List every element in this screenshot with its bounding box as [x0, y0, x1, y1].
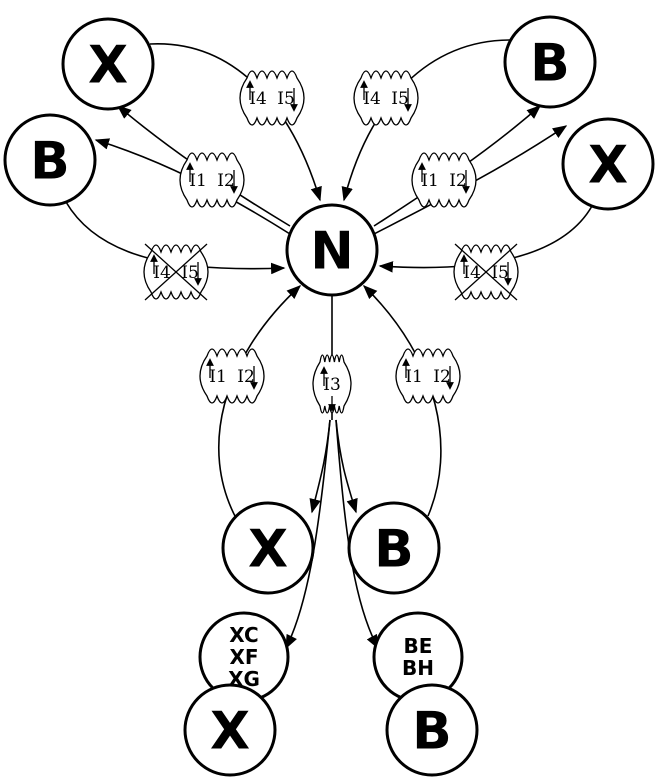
cloud-lower-right: I1 I2 — [395, 348, 461, 404]
cloud-outline — [179, 152, 245, 208]
node-label: N — [310, 222, 354, 282]
cloud-label-right: I5 — [491, 263, 509, 283]
node-circle — [503, 15, 597, 109]
node-circle — [347, 501, 441, 595]
node-circle — [561, 117, 655, 211]
cloud-cross-stroke-2 — [144, 243, 208, 301]
node-sublabel: BE — [404, 634, 433, 658]
cloud-upper-left: I1 I2 — [179, 152, 245, 208]
node-circle — [385, 683, 479, 777]
edges — [65, 39, 593, 650]
cloud-outline — [395, 348, 461, 404]
node-sublabel: BH — [402, 656, 434, 680]
node-label: X — [210, 702, 250, 762]
cloud-label-left: I4 — [249, 89, 267, 109]
cloud-label-right: I2 — [237, 367, 255, 387]
node-label: X — [88, 36, 128, 96]
cloud-center: I3 — [312, 354, 352, 414]
cloud-label-left: I3 — [323, 375, 341, 395]
cloud-outline — [411, 152, 477, 208]
cloud-cross-stroke-2 — [454, 243, 518, 301]
edge-10 — [362, 284, 442, 517]
cloud-lower-left: I1 I2 — [199, 348, 265, 404]
node-x-right: X — [561, 117, 655, 211]
cloud-label-right: I5 — [391, 89, 409, 109]
node-n: N — [285, 203, 379, 297]
cloud-label-left: I1 — [421, 171, 439, 191]
cloud-label-left: I4 — [363, 89, 381, 109]
node-sublabel: XF — [229, 645, 258, 669]
node-circle — [221, 501, 315, 595]
cloud-label-right: I2 — [217, 171, 235, 191]
cloud-outline — [199, 348, 265, 404]
node-circle — [3, 113, 97, 207]
cloud-label-left: I1 — [209, 367, 227, 387]
cloud-top-right: I4 I5 — [353, 70, 419, 126]
cloud-label-right: I2 — [449, 171, 467, 191]
node-circle — [61, 17, 155, 111]
cloud-label-right: I5 — [181, 263, 199, 283]
cloud-label-right: I2 — [433, 367, 451, 387]
node-label: B — [530, 34, 570, 94]
node-label: X — [248, 520, 288, 580]
node-b-left: B — [3, 113, 97, 207]
node-label: X — [588, 136, 628, 196]
node-x-top-left: X — [61, 17, 155, 111]
edge-13 — [335, 419, 358, 514]
node-b-bottom: B — [347, 501, 441, 595]
node-circle — [183, 683, 277, 777]
cloud-middle-left: I4 I5 — [143, 243, 209, 301]
node-b-top-right: B — [503, 15, 597, 109]
node-label: B — [374, 520, 414, 580]
cloud-outline — [353, 70, 419, 126]
node-label: B — [412, 702, 452, 762]
node-label: B — [30, 132, 70, 192]
node-circle — [285, 203, 379, 297]
cloud-label-left: I4 — [463, 263, 481, 283]
cloud-upper-right: I1 I2 — [411, 152, 477, 208]
cloud-label-left: I4 — [153, 263, 171, 283]
cloud-outline — [239, 70, 305, 126]
cloud-label-left: I1 — [189, 171, 207, 191]
edge-9 — [218, 285, 302, 519]
cloud-label-left: I1 — [405, 367, 423, 387]
cloud-middle-right: I4 I5 — [453, 243, 519, 301]
node-x-bottom: X — [221, 501, 315, 595]
cloud-label-right: I5 — [277, 89, 295, 109]
cloud-top-left: I4 I5 — [239, 70, 305, 126]
node-sublabel: XC — [229, 623, 258, 647]
